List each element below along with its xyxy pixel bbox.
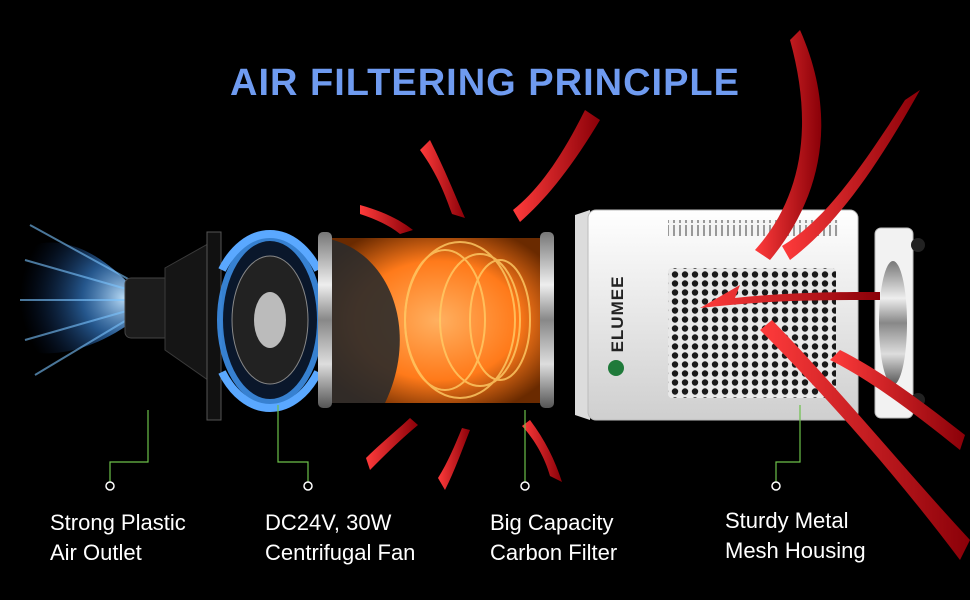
label-line: Strong Plastic (50, 510, 186, 535)
brand-logo: ELUMEE (606, 268, 630, 378)
air-outlet-part (124, 231, 222, 421)
label-line: DC24V, 30W (265, 510, 392, 535)
callout-lines (109, 405, 801, 482)
label-air-outlet: Strong Plastic Air Outlet (50, 508, 186, 568)
carbon-filter-part (318, 232, 554, 408)
centrifugal-fan-part (217, 230, 323, 412)
label-line: Centrifugal Fan (265, 540, 416, 565)
red-airflow-arrow-icon (360, 30, 970, 560)
label-mesh-housing: Sturdy Metal Mesh Housing (725, 506, 866, 566)
page-title: AIR FILTERING PRINCIPLE (230, 62, 740, 104)
blue-airflow-icon (20, 224, 135, 376)
label-fan: DC24V, 30W Centrifugal Fan (265, 508, 415, 568)
brand-name: ELUMEE (608, 275, 627, 353)
callout-dots (105, 481, 781, 491)
label-line: Carbon Filter (490, 540, 618, 565)
logo-icon (608, 360, 624, 376)
label-line: Air Outlet (50, 540, 142, 565)
label-line: Big Capacity (490, 510, 614, 535)
label-carbon-filter: Big Capacity Carbon Filter (490, 508, 617, 568)
label-line: Sturdy Metal (725, 508, 849, 533)
label-line: Mesh Housing (725, 538, 866, 563)
